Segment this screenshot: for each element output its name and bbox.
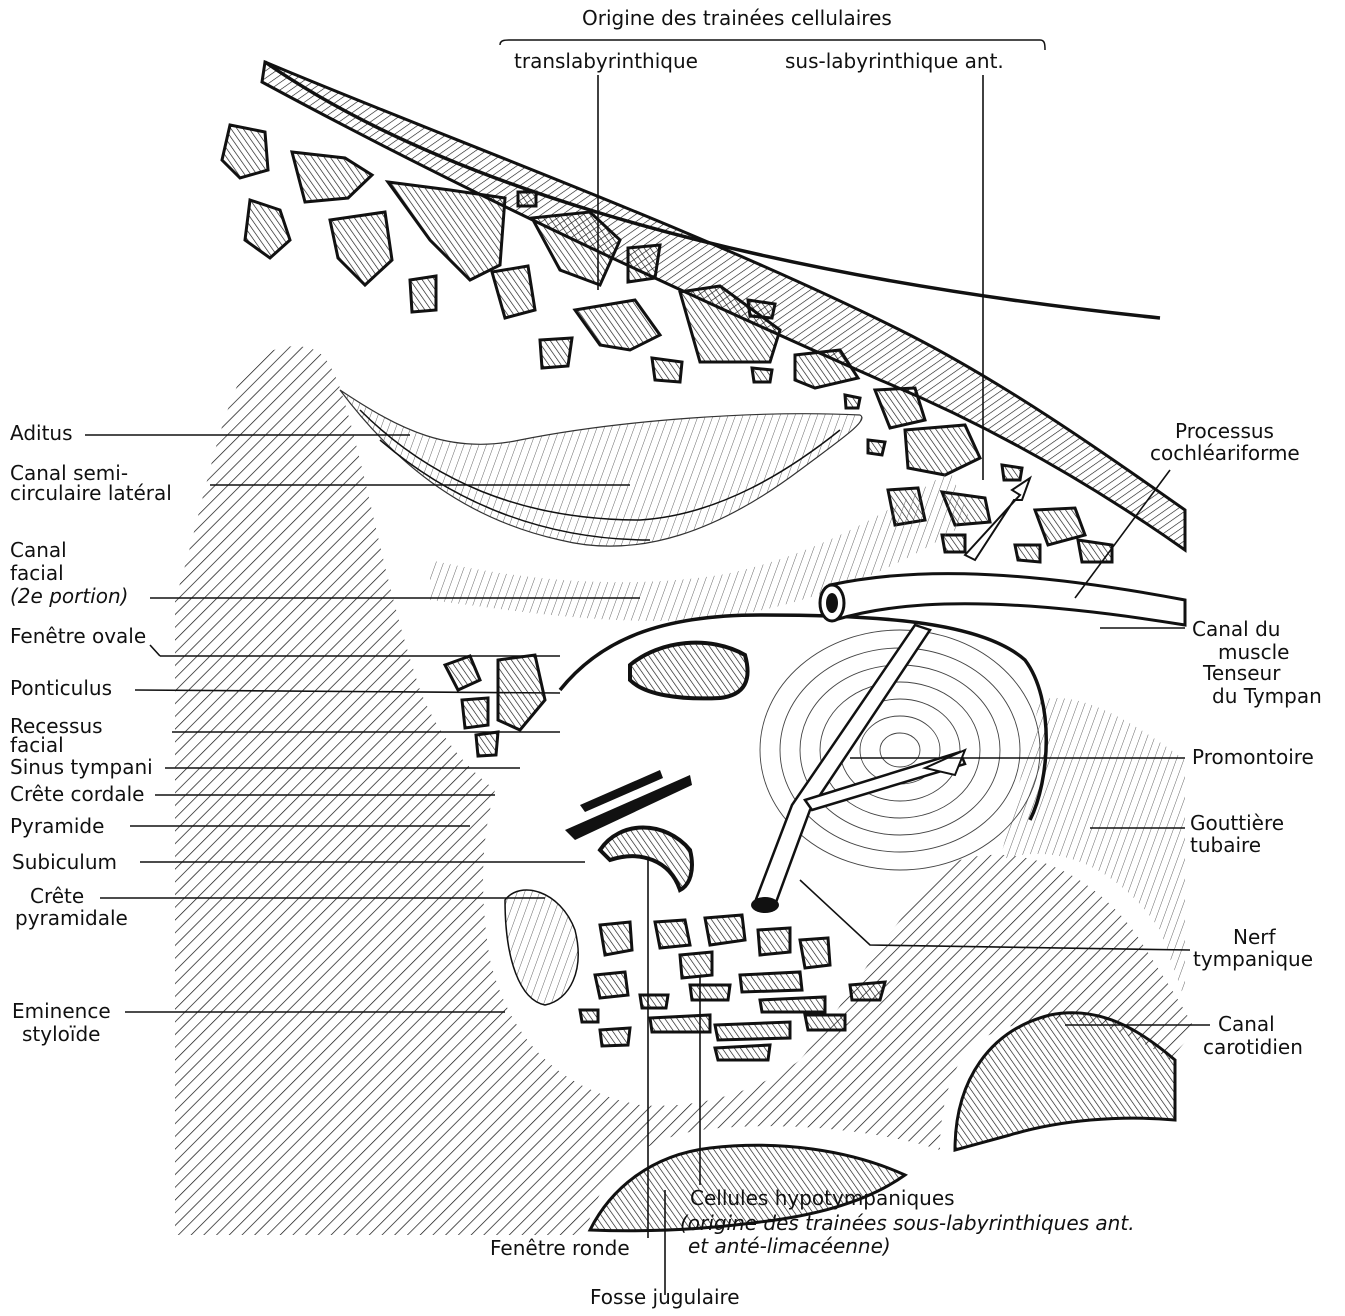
label-canal-muscle-3: Tenseur (1202, 661, 1281, 685)
label-cellules-note-1: (origine des trainées sous-labyrinthique… (680, 1211, 1135, 1235)
label-cellules-note-2: et anté-limacéenne) (688, 1234, 891, 1258)
label-processus-2: cochléariforme (1150, 441, 1300, 465)
label-fenetre-ronde: Fenêtre ronde (490, 1236, 630, 1260)
label-cellules-hypo: Cellules hypotympaniques (690, 1186, 955, 1210)
label-subiculum: Subiculum (12, 850, 117, 874)
label-canal-facial-1: Canal (10, 538, 67, 562)
label-eminence-1: Eminence (12, 999, 111, 1023)
styloid-eminence (505, 890, 578, 1005)
label-carotidien-1: Canal (1218, 1012, 1275, 1036)
oval-window (630, 643, 748, 699)
label-processus-1: Processus (1175, 419, 1274, 443)
label-ponticulus: Ponticulus (10, 676, 112, 700)
label-recessus-2: facial (10, 733, 64, 757)
label-nerf-2: tympanique (1193, 947, 1313, 971)
label-eminence-2: styloïde (22, 1022, 100, 1046)
lateral-semicircular-canal (340, 390, 862, 546)
label-translabyrinthique: translabyrinthique (514, 49, 698, 73)
label-canal-muscle-1: Canal du (1192, 617, 1280, 641)
label-crete-cordale: Crête cordale (10, 782, 144, 806)
label-origine-title: Origine des trainées cellulaires (582, 6, 892, 30)
label-gouttiere-1: Gouttière (1190, 811, 1284, 835)
label-crete-pyr-1: Crête (30, 884, 84, 908)
round-window (600, 828, 692, 891)
label-sus-labyrinthique: sus-labyrinthique ant. (785, 49, 1004, 73)
label-nerf-1: Nerf (1233, 925, 1276, 949)
label-crete-pyr-2: pyramidale (15, 906, 128, 930)
label-canal-semi-2: circulaire latéral (10, 481, 172, 505)
label-canal-facial-3: (2e portion) (10, 584, 128, 608)
label-sinus-tympani: Sinus tympani (10, 755, 153, 779)
label-gouttiere-2: tubaire (1190, 833, 1261, 857)
label-aditus: Aditus (10, 421, 73, 445)
label-pyramide: Pyramide (10, 814, 104, 838)
label-fenetre-ovale: Fenêtre ovale (10, 624, 146, 648)
label-canal-facial-2: facial (10, 561, 64, 585)
label-carotidien-2: carotidien (1203, 1035, 1303, 1059)
label-canal-muscle-4: du Tympan (1212, 684, 1322, 708)
label-fosse-jugulaire: Fosse jugulaire (590, 1285, 740, 1309)
label-promontoire: Promontoire (1192, 745, 1314, 769)
